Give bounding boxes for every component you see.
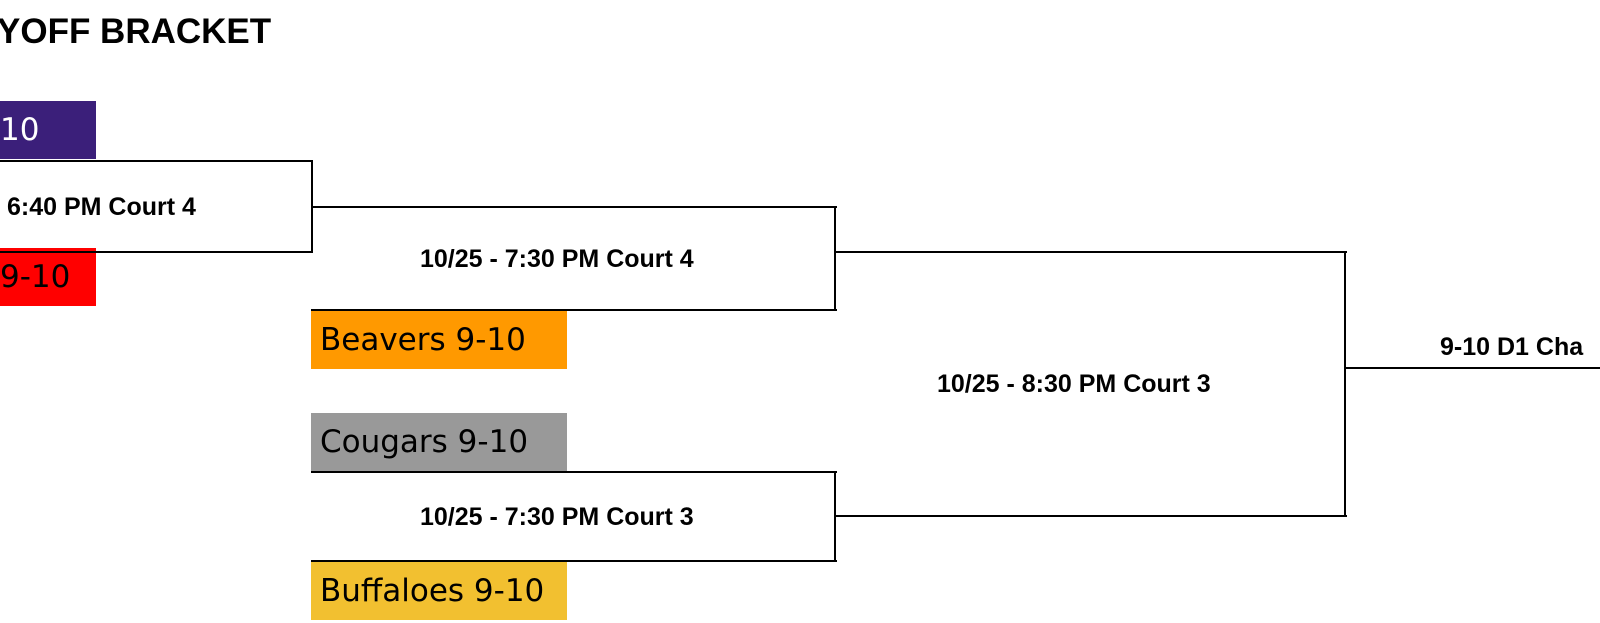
- bracket-line: [1344, 367, 1600, 369]
- bracket-line: [1344, 251, 1346, 517]
- bracket-line: [311, 309, 837, 311]
- team-label: 9-10: [0, 259, 71, 295]
- game-label-semi-top: 10/25 - 7:30 PM Court 4: [420, 245, 694, 273]
- bracket-line: [0, 251, 313, 253]
- team-label: Cougars 9-10: [320, 424, 529, 460]
- bracket-line: [834, 251, 1347, 253]
- bracket-line: [311, 206, 837, 208]
- game-label-semi-bottom: 10/25 - 7:30 PM Court 3: [420, 503, 694, 531]
- bracket-line: [0, 160, 313, 162]
- game-label-round1: 6:40 PM Court 4: [7, 193, 196, 221]
- bracket-line: [311, 560, 837, 562]
- bracket-line: [834, 515, 1347, 517]
- team-label: 10: [0, 112, 40, 148]
- bracket-line: [311, 471, 837, 473]
- team-buffaloes: Buffaloes 9-10: [311, 562, 567, 620]
- team-label: Beavers 9-10: [320, 322, 526, 358]
- game-label-championship: 9-10 D1 Cha: [1440, 333, 1584, 361]
- team-label: Buffaloes 9-10: [320, 573, 545, 609]
- page-title: YOFF BRACKET: [0, 12, 272, 51]
- team-cougars: Cougars 9-10: [311, 413, 567, 471]
- team-beavers: Beavers 9-10: [311, 311, 567, 369]
- team-slot-top: 10: [0, 101, 96, 159]
- team-slot-red: 9-10: [0, 248, 96, 306]
- bracket-line: [834, 206, 836, 311]
- game-label-final: 10/25 - 8:30 PM Court 3: [937, 370, 1211, 398]
